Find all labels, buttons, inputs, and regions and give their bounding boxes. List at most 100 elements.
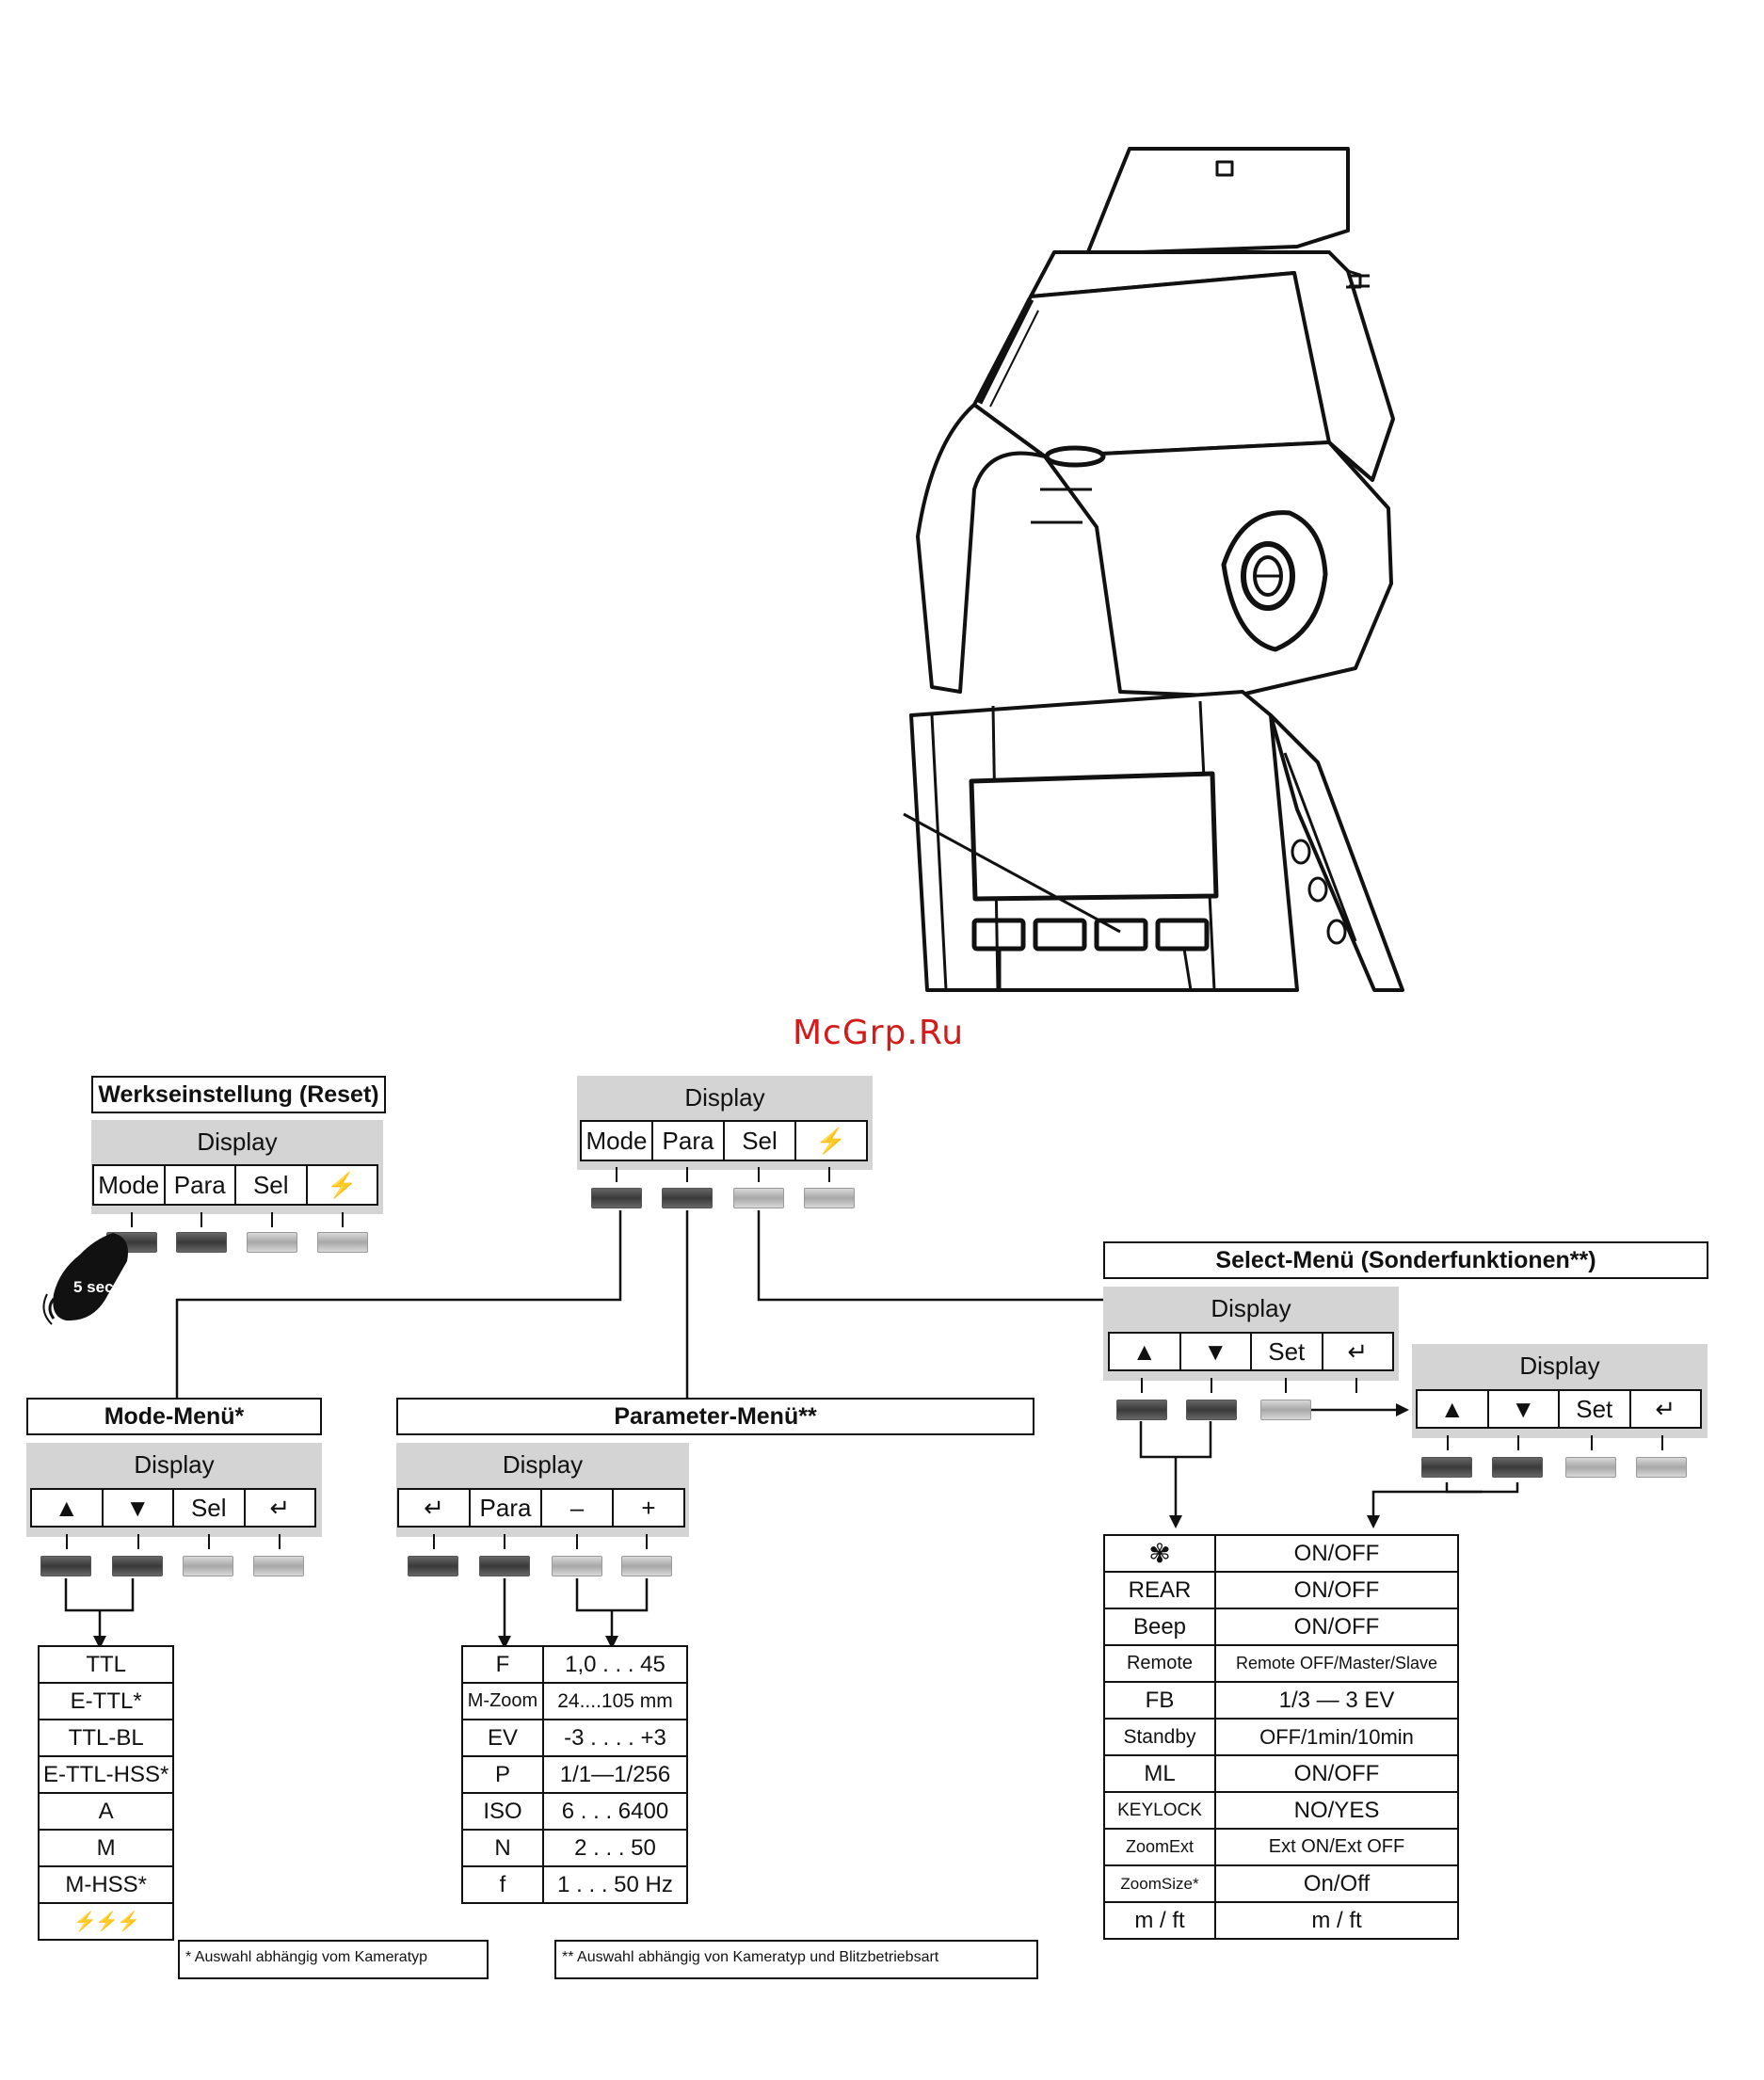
- select2-label-set: Set: [1558, 1391, 1629, 1427]
- select-display-2-label: Display: [1519, 1352, 1600, 1380]
- reset-tick-2: [200, 1212, 202, 1227]
- main-key-para[interactable]: [662, 1188, 713, 1208]
- mode-items-table: TTL E-TTL* TTL-BL E-TTL-HSS* A M M-HSS* …: [37, 1645, 175, 1941]
- parameter-display-label: Display: [502, 1450, 584, 1479]
- parameter-key-plus[interactable]: [621, 1556, 672, 1576]
- select2-key-set[interactable]: [1565, 1457, 1616, 1478]
- parameter-range: -3 . . . . +3: [542, 1719, 688, 1757]
- mode-tick-2: [137, 1534, 139, 1549]
- parameter-name: N: [461, 1829, 544, 1867]
- function-options: Ext ON/Ext OFF: [1214, 1828, 1459, 1866]
- function-name: ZoomExt: [1103, 1828, 1216, 1866]
- select-label-return: ↵: [1321, 1334, 1393, 1369]
- main-label-mode: Mode: [585, 1126, 648, 1155]
- parameter-label-plus: +: [612, 1490, 683, 1526]
- select-button-labels: ▲ ▼ Set ↵: [1108, 1332, 1394, 1371]
- mode-label-return: ↵: [243, 1490, 315, 1526]
- footnote-camera-and-mode: ** Auswahl abhängig von Kameratyp und Bl…: [554, 1940, 1038, 1979]
- function-options: NO/YES: [1214, 1791, 1459, 1830]
- reset-key-sel[interactable]: [247, 1232, 297, 1253]
- parameter-name: M-Zoom: [461, 1682, 544, 1720]
- reset-tick-4: [342, 1212, 344, 1227]
- parameter-key-minus[interactable]: [552, 1556, 602, 1576]
- reset-label-flash: ⚡: [305, 1166, 377, 1204]
- hold-time-label: 5 sec.: [73, 1278, 118, 1296]
- select-key-up[interactable]: [1116, 1400, 1167, 1420]
- mode-item: TTL: [37, 1645, 175, 1684]
- watermark-text: McGrp.Ru: [793, 1014, 965, 1052]
- reset-label-mode: Mode: [98, 1170, 160, 1199]
- main-label-sel: Sel: [723, 1122, 794, 1160]
- select-tick-4: [1355, 1378, 1357, 1393]
- parameter-range: 1 . . . 50 Hz: [542, 1865, 688, 1904]
- mode-item: E-TTL*: [37, 1682, 175, 1720]
- flash-bolt-icon: ⚡: [815, 1126, 847, 1155]
- select-label-set: Set: [1250, 1334, 1322, 1369]
- parameter-name: F: [461, 1645, 544, 1684]
- reset-title: Werkseinstellung (Reset): [91, 1076, 386, 1113]
- mode-key-down[interactable]: [112, 1556, 163, 1576]
- function-options: OFF/1min/10min: [1214, 1718, 1459, 1756]
- select-label-down: ▼: [1179, 1334, 1251, 1369]
- select-display-label: Display: [1211, 1294, 1291, 1322]
- reset-tick-3: [271, 1212, 273, 1227]
- select-tick-1: [1141, 1378, 1143, 1393]
- function-name: ML: [1103, 1754, 1216, 1793]
- parameter-button-labels: ↵ Para – +: [397, 1488, 685, 1528]
- mode-tick-4: [279, 1534, 281, 1549]
- reset-button-labels: Mode Para Sel ⚡: [92, 1164, 378, 1206]
- function-options: ON/OFF: [1214, 1534, 1459, 1573]
- mode-key-sel[interactable]: [183, 1556, 233, 1576]
- mode-tick-3: [208, 1534, 210, 1549]
- function-options: 1/3 — 3 EV: [1214, 1681, 1459, 1720]
- parameter-tick-2: [504, 1534, 505, 1549]
- reset-key-flash[interactable]: [317, 1232, 368, 1253]
- mode-label-sel: Sel: [172, 1490, 244, 1526]
- reset-key-para[interactable]: [176, 1232, 227, 1253]
- parameter-key-return[interactable]: [408, 1556, 458, 1576]
- main-key-sel[interactable]: [733, 1188, 784, 1208]
- main-key-flash[interactable]: [804, 1188, 855, 1208]
- reset-label-sel: Sel: [234, 1166, 306, 1204]
- select-key-set[interactable]: [1260, 1400, 1311, 1420]
- mode-item: M-HSS*: [37, 1865, 175, 1904]
- parameter-range: 2 . . . 50: [542, 1829, 688, 1867]
- parameter-range: 1,0 . . . 45: [542, 1645, 688, 1684]
- return-arrow-icon: ↵: [424, 1493, 444, 1522]
- reset-display-label: Display: [197, 1128, 278, 1156]
- select2-key-down[interactable]: [1492, 1457, 1543, 1478]
- main-key-mode[interactable]: [591, 1188, 642, 1208]
- function-options: On/Off: [1214, 1864, 1459, 1903]
- mode-item: M: [37, 1829, 175, 1867]
- function-name: ✾: [1103, 1534, 1216, 1573]
- parameter-tick-1: [433, 1534, 435, 1549]
- mode-item: TTL-BL: [37, 1719, 175, 1757]
- parameter-key-para[interactable]: [479, 1556, 530, 1576]
- footnote-camera-type: * Auswahl abhängig vom Kameratyp: [178, 1940, 489, 1979]
- flash-bolt-icon: ⚡: [327, 1170, 358, 1199]
- parameter-range: 6 . . . 6400: [542, 1792, 688, 1831]
- parameter-name: ISO: [461, 1792, 544, 1831]
- mode-button-labels: ▲ ▼ Sel ↵: [30, 1488, 316, 1528]
- select2-key-up[interactable]: [1421, 1457, 1472, 1478]
- function-name: KEYLOCK: [1103, 1791, 1216, 1830]
- mode-key-up[interactable]: [40, 1556, 91, 1576]
- function-name: Beep: [1103, 1608, 1216, 1646]
- main-tick-3: [758, 1167, 760, 1182]
- select2-key-return[interactable]: [1636, 1457, 1687, 1478]
- main-tick-2: [686, 1167, 688, 1182]
- reset-tick-1: [131, 1212, 133, 1227]
- select-menu-title: Select-Menü (Sonderfunktionen**): [1103, 1241, 1708, 1279]
- mode-key-return[interactable]: [253, 1556, 304, 1576]
- select-tick-3: [1285, 1378, 1287, 1393]
- function-name: Standby: [1103, 1718, 1216, 1756]
- main-tick-4: [828, 1167, 830, 1182]
- function-options: ON/OFF: [1214, 1608, 1459, 1646]
- select-key-down[interactable]: [1186, 1400, 1237, 1420]
- mode-item: E-TTL-HSS*: [37, 1755, 175, 1794]
- mode-item: ⚡⚡⚡: [37, 1902, 175, 1941]
- select-tick-2: [1211, 1378, 1212, 1393]
- parameter-label-para: Para: [469, 1490, 540, 1526]
